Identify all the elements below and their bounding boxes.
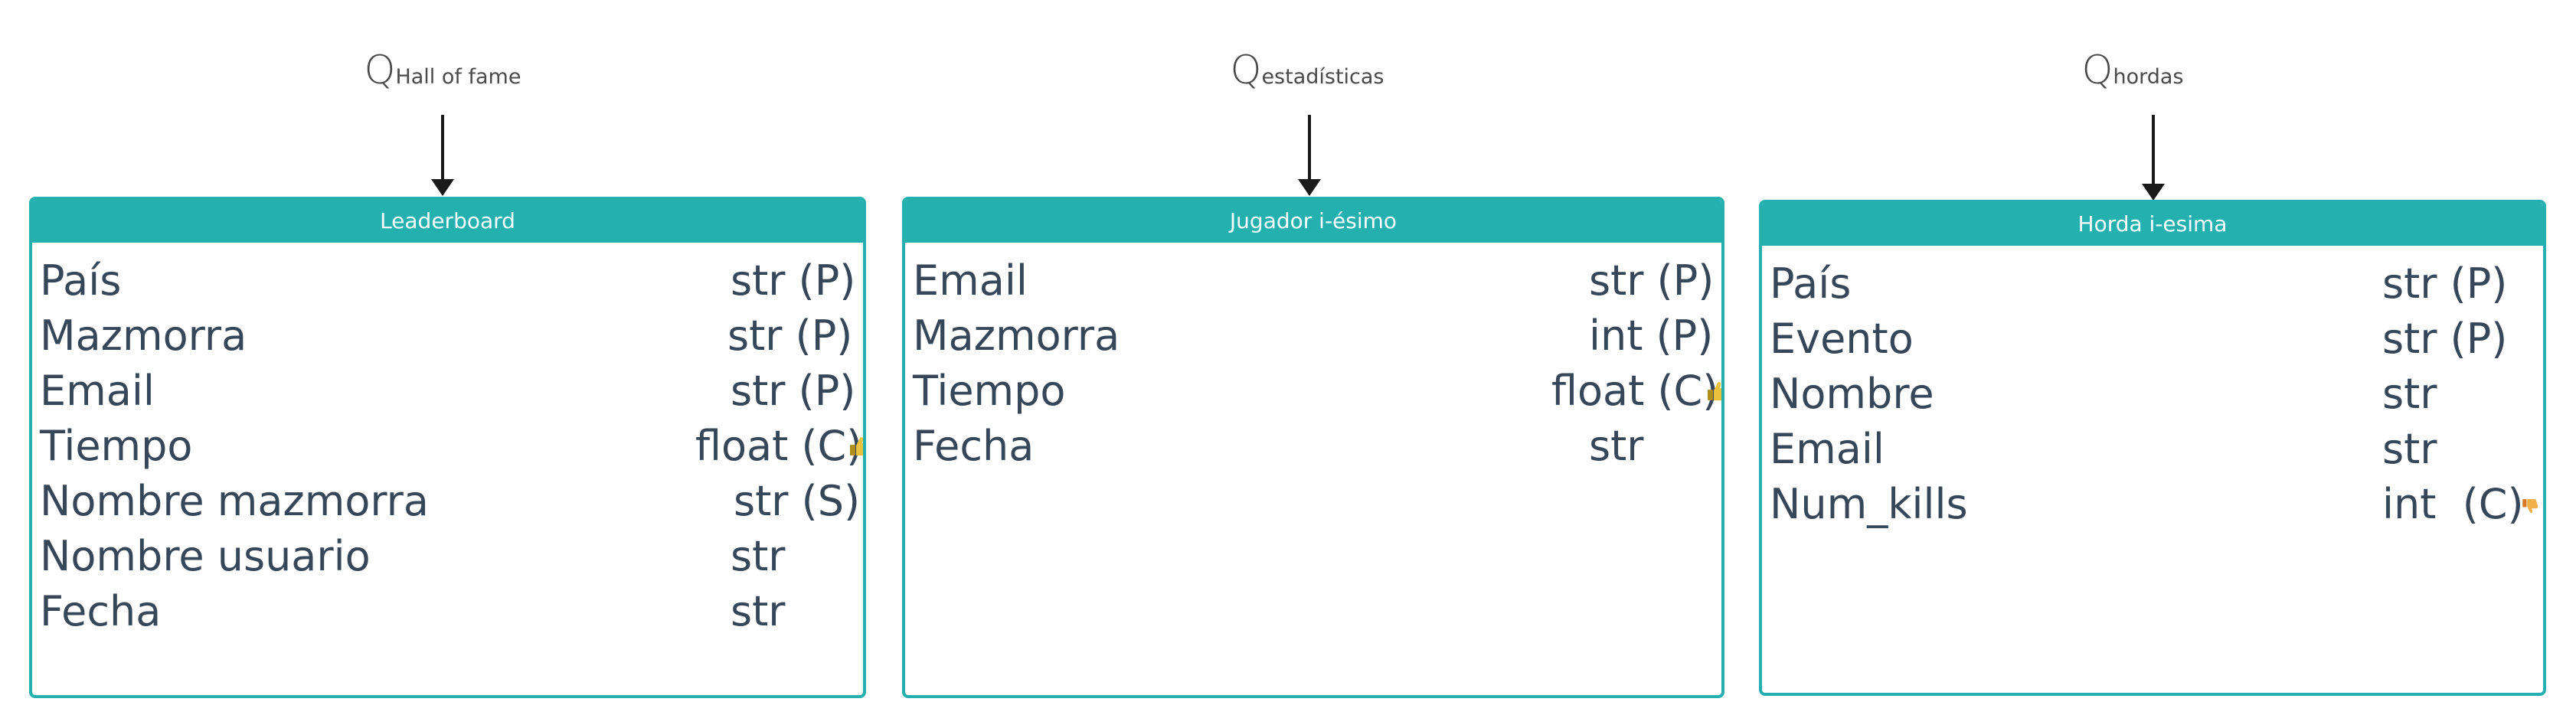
field-row: Mazmorra str (P) — [40, 309, 863, 364]
field-name: Email — [1770, 425, 1885, 473]
field-row: Nombre usuario str — [40, 529, 863, 584]
field-type: str (P) — [727, 312, 853, 360]
field-name: Email — [40, 367, 155, 415]
entity-horda: Horda i-esima País str (P) Evento str (P… — [1759, 200, 2546, 696]
field-type: str (P) — [2382, 260, 2508, 308]
field-name: Nombre — [1770, 370, 1934, 418]
entity-title: Jugador i-ésimo — [905, 200, 1721, 243]
field-name: Mazmorra — [913, 312, 1120, 360]
entity-title: Leaderboard — [32, 200, 863, 243]
query-symbol: Q — [364, 47, 396, 93]
field-type: str — [2382, 370, 2437, 418]
field-row: País str (P) — [1770, 256, 2543, 312]
field-type: str (S) — [734, 477, 861, 525]
query-symbol: Q — [1230, 47, 1262, 93]
field-name: Num_kills — [1770, 480, 1968, 528]
thumbs-up-icon — [1708, 382, 1721, 400]
field-name: Email — [913, 256, 1028, 305]
field-name: Tiempo — [913, 367, 1066, 415]
field-type: float (C) — [1551, 367, 1719, 415]
field-name: Fecha — [40, 587, 162, 635]
arrow-down-icon — [431, 115, 454, 196]
field-name: País — [1770, 260, 1852, 308]
entity-leaderboard: Leaderboard País str (P) Mazmorra str (P… — [29, 197, 866, 698]
field-name: Fecha — [913, 422, 1035, 470]
field-type: str — [731, 587, 786, 635]
field-row: Tiempo float (C) — [913, 364, 1721, 419]
field-name: Nombre mazmorra — [40, 477, 429, 525]
field-type: float (C) — [695, 422, 863, 470]
query-symbol: Q — [2081, 47, 2113, 93]
field-type: str (P) — [2382, 315, 2508, 363]
field-row: Fecha str — [913, 419, 1721, 474]
field-row: Email str (P) — [40, 364, 863, 419]
thumbs-up-icon — [850, 437, 863, 455]
query-name: estadísticas — [1261, 65, 1384, 89]
field-row: País str (P) — [40, 253, 863, 309]
query-label-estadisticas: Qestadísticas — [1077, 47, 1537, 93]
field-type: str (P) — [731, 367, 856, 415]
field-row: Nombre mazmorra str (S) — [40, 474, 863, 529]
query-label-hall-of-fame: QHall of fame — [213, 47, 672, 93]
thumbs-down-icon — [2522, 499, 2538, 513]
field-type: int (P) — [1589, 312, 1714, 360]
arrow-down-icon — [1298, 115, 1321, 196]
entity-jugador: Jugador i-ésimo Email str (P) Mazmorra i… — [902, 197, 1724, 698]
query-label-hordas: Qhordas — [1903, 47, 2362, 93]
field-row: Email str — [1770, 422, 2543, 477]
field-type: str — [2382, 425, 2437, 473]
field-name: Nombre usuario — [40, 532, 371, 580]
field-name: Evento — [1770, 315, 1914, 363]
field-row: Email str (P) — [913, 253, 1721, 309]
arrow-down-icon — [2142, 115, 2165, 201]
field-type: str (P) — [731, 256, 856, 305]
field-name: Mazmorra — [40, 312, 247, 360]
field-type: str — [1589, 422, 1644, 470]
field-row: Tiempo float (C) — [40, 419, 863, 474]
field-name: Tiempo — [40, 422, 193, 470]
field-type: int (C) — [2382, 480, 2524, 528]
query-name: hordas — [2113, 65, 2184, 89]
field-row: Evento str (P) — [1770, 312, 2543, 367]
field-row: Nombre str — [1770, 367, 2543, 422]
entity-title: Horda i-esima — [1762, 203, 2543, 246]
field-name: País — [40, 256, 122, 305]
query-name: Hall of fame — [395, 65, 521, 89]
field-row: Fecha str — [40, 584, 863, 639]
field-row: Num_kills int (C) — [1770, 477, 2543, 532]
field-type: str (P) — [1589, 256, 1715, 305]
field-type: str — [731, 532, 786, 580]
field-row: Mazmorra int (P) — [913, 309, 1721, 364]
